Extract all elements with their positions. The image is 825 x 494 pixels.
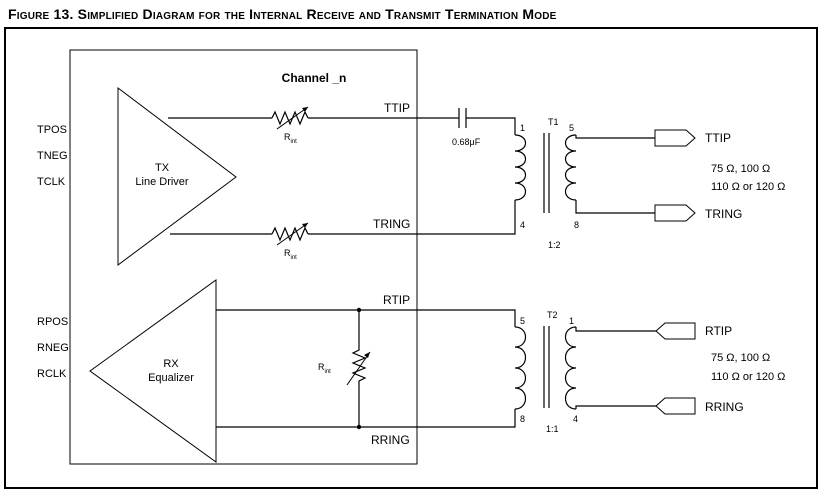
tx-line-driver [117,86,237,266]
t2-pin-5: 5 [520,316,525,326]
t1-pin-5: 5 [569,123,574,133]
tx-pin-tring: TRING [373,217,410,231]
tx-sub-label: Line Driver [135,176,189,188]
rx-termination-resistor [351,310,367,427]
t2-pin-4: 4 [573,414,578,424]
rx-rint: Rint [318,362,331,375]
tx-resistor-bottom [271,226,309,242]
tx-resistor-top-arrowhead [302,107,308,112]
tx-resistor-top [271,110,309,126]
rtip-wire [216,309,516,327]
rx-pin-rring: RRING [371,433,410,447]
rx-pin-rtip: RTIP [383,293,410,307]
t1-pin-8: 8 [574,220,579,230]
t2-ratio: 1:1 [546,424,559,434]
output-rclk: RCLK [37,368,67,380]
rring-line-label: RRING [705,400,744,414]
figure-frame [4,27,818,489]
output-rpos: RPOS [37,316,68,328]
rring-line-connector [655,397,696,415]
ttip-line-label: TTIP [705,131,731,145]
t1-ratio: 1:2 [548,240,561,250]
input-tclk: TCLK [37,176,66,188]
figure-title: Figure 13. Simplified Diagram for the In… [8,6,557,22]
transmit-section: TPOS TNEG TCLK TX Line Driver Rint TTIP … [37,86,785,266]
receive-section: RPOS RNEG RCLK RX Equalizer RTIP RRING R… [37,279,785,463]
tx-impedance-line2: 110 Ω or 120 Ω [711,181,785,193]
tx-impedance-line1: 75 Ω, 100 Ω [711,163,770,175]
tring-wire-right [308,200,516,235]
tx-rint-bottom: Rint [284,248,297,261]
rx-equalizer [89,279,217,463]
t1-pin-4: 4 [520,220,525,230]
tx-resistor-bottom-arrow [276,222,309,246]
tx-resistor-bottom-arrowhead [302,223,308,228]
rtip-line-connector [655,322,696,340]
rx-sub-label: Equalizer [148,372,194,384]
rring-wire [216,409,516,428]
capacitor-value: 0.68μF [452,137,481,147]
tring-line-wire [575,200,655,214]
t1-pin-1: 1 [520,123,525,133]
input-tneg: TNEG [37,150,68,162]
t2-label: T2 [547,310,558,320]
tx-rint-top: Rint [284,132,297,145]
tx-resistor-top-arrow [276,106,309,130]
tx-label: TX [155,162,170,174]
t1-primary-coil [514,134,527,201]
channel-label: Channel _n [282,71,347,85]
rtip-line-label: RTIP [705,324,732,338]
ttip-wire-right [466,117,516,135]
tring-line-connector [654,204,696,222]
rx-resistor-arrowhead [364,352,370,358]
t2-pin-1: 1 [569,316,574,326]
ttip-line-connector [654,129,696,147]
t1-secondary-coil [564,134,577,201]
tx-pin-ttip: TTIP [384,101,410,115]
input-tpos: TPOS [37,124,67,136]
t2-pin-8: 8 [520,414,525,424]
ttip-line-wire [575,135,655,139]
channel-box [69,49,418,465]
t2-primary-coil [514,326,527,410]
rx-resistor-arrow [346,351,371,386]
t1-label: T1 [548,117,559,127]
t2-secondary-coil [564,326,577,410]
rx-impedance-line1: 75 Ω, 100 Ω [711,352,770,364]
output-rneg: RNEG [37,342,69,354]
rx-label: RX [163,358,179,370]
rx-impedance-line2: 110 Ω or 120 Ω [711,371,785,383]
tring-line-label: TRING [705,207,742,221]
